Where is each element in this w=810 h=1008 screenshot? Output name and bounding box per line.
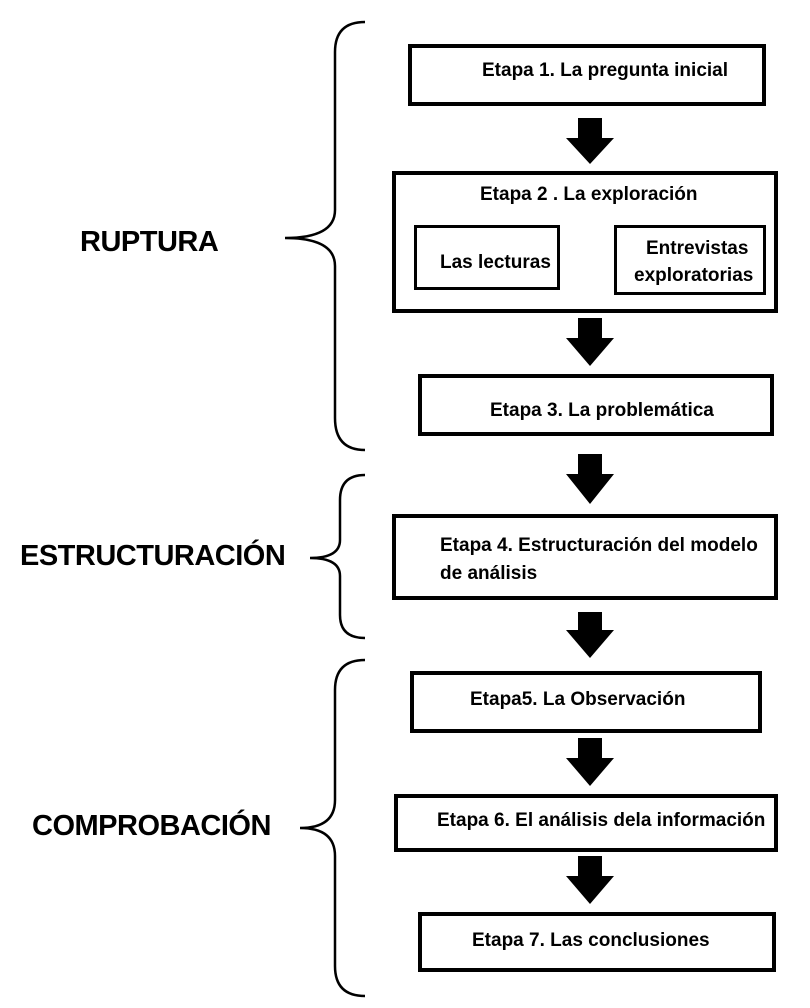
- stage-2-readings-box: [414, 225, 560, 290]
- stage-1-box: [408, 44, 766, 106]
- arrow-down-1: [566, 118, 614, 164]
- stage-2-interviews-line2: exploratorias: [634, 265, 754, 286]
- phase-ruptura-label: RUPTURA: [80, 226, 219, 258]
- stage-2-interviews-box: [614, 225, 766, 295]
- stage-7-box: [418, 912, 776, 972]
- arrow-down-4: [566, 612, 614, 658]
- stage-4-label-line2: de análisis: [440, 563, 538, 584]
- arrow-down-6: [566, 856, 614, 904]
- arrow-down-2: [566, 318, 614, 366]
- stage-6-label: Etapa 6. El análisis dela información: [437, 810, 766, 831]
- arrow-down-3: [566, 454, 614, 504]
- estructuracion-brace: [309, 473, 366, 640]
- stage-4-label-line1: Etapa 4. Estructuración del modelo: [440, 535, 758, 556]
- stage-2-interviews-line1: Entrevistas: [646, 238, 749, 259]
- ruptura-brace: [284, 20, 366, 452]
- phase-comprobacion-label: COMPROBACIÓN: [32, 810, 271, 842]
- stage-3-label: Etapa 3. La problemática: [490, 400, 714, 421]
- stage-5-label: Etapa5. La Observación: [470, 689, 686, 710]
- stage-7-label: Etapa 7. Las conclusiones: [472, 930, 710, 951]
- stage-2-label: Etapa 2 . La exploración: [480, 184, 698, 205]
- stage-2-readings-label: Las lecturas: [440, 252, 551, 273]
- stage-6-box: [394, 794, 778, 852]
- stage-4-box: [392, 514, 778, 600]
- phase-estructuracion-label: ESTRUCTURACIÓN: [20, 540, 286, 572]
- stage-5-box: [410, 671, 762, 733]
- stage-3-box: [418, 374, 774, 436]
- stage-1-label: Etapa 1. La pregunta inicial: [482, 60, 729, 81]
- arrow-down-5: [566, 738, 614, 786]
- comprobacion-brace: [299, 658, 366, 998]
